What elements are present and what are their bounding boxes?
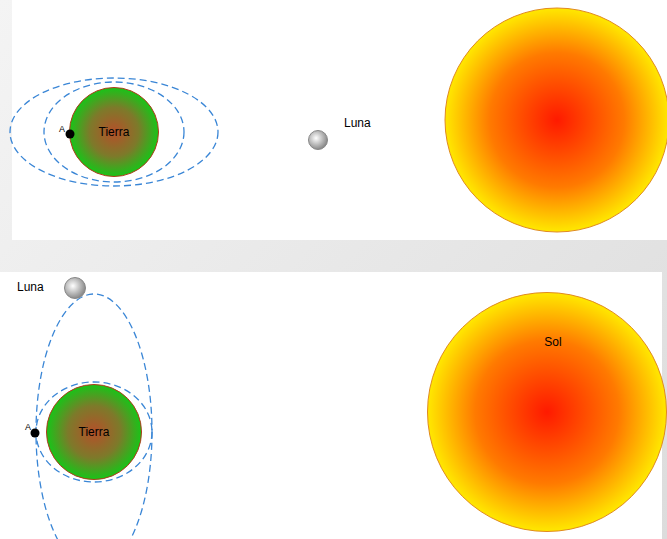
earth-node: Tierra — [46, 384, 142, 480]
moon-label: Luna — [17, 280, 44, 294]
moon — [309, 131, 328, 150]
point-a — [31, 429, 40, 438]
moon-shape — [308, 130, 328, 150]
earth-node: Tierra — [69, 87, 159, 177]
tide-ellipse — [10, 78, 218, 186]
earth-label: Tierra — [99, 125, 130, 139]
earth — [47, 385, 142, 480]
moon-label: Luna — [344, 116, 371, 130]
moon-node: Luna — [308, 130, 328, 150]
point-a — [66, 130, 75, 139]
sun — [428, 293, 667, 532]
point-label: A — [25, 422, 31, 432]
tide-ellipse — [36, 382, 152, 482]
moon-node: Luna — [64, 277, 86, 299]
earth-label: Tierra — [79, 425, 110, 439]
earth — [70, 88, 159, 177]
moon-shape — [64, 277, 86, 299]
moon — [65, 278, 86, 299]
sun — [445, 8, 667, 232]
sun-label: Sol — [544, 335, 561, 349]
tide-ellipse — [36, 294, 152, 539]
sun-shape — [427, 292, 667, 532]
sun-node: Sol — [427, 292, 667, 532]
tide-ellipse — [44, 82, 184, 182]
point-label: A — [59, 124, 65, 134]
